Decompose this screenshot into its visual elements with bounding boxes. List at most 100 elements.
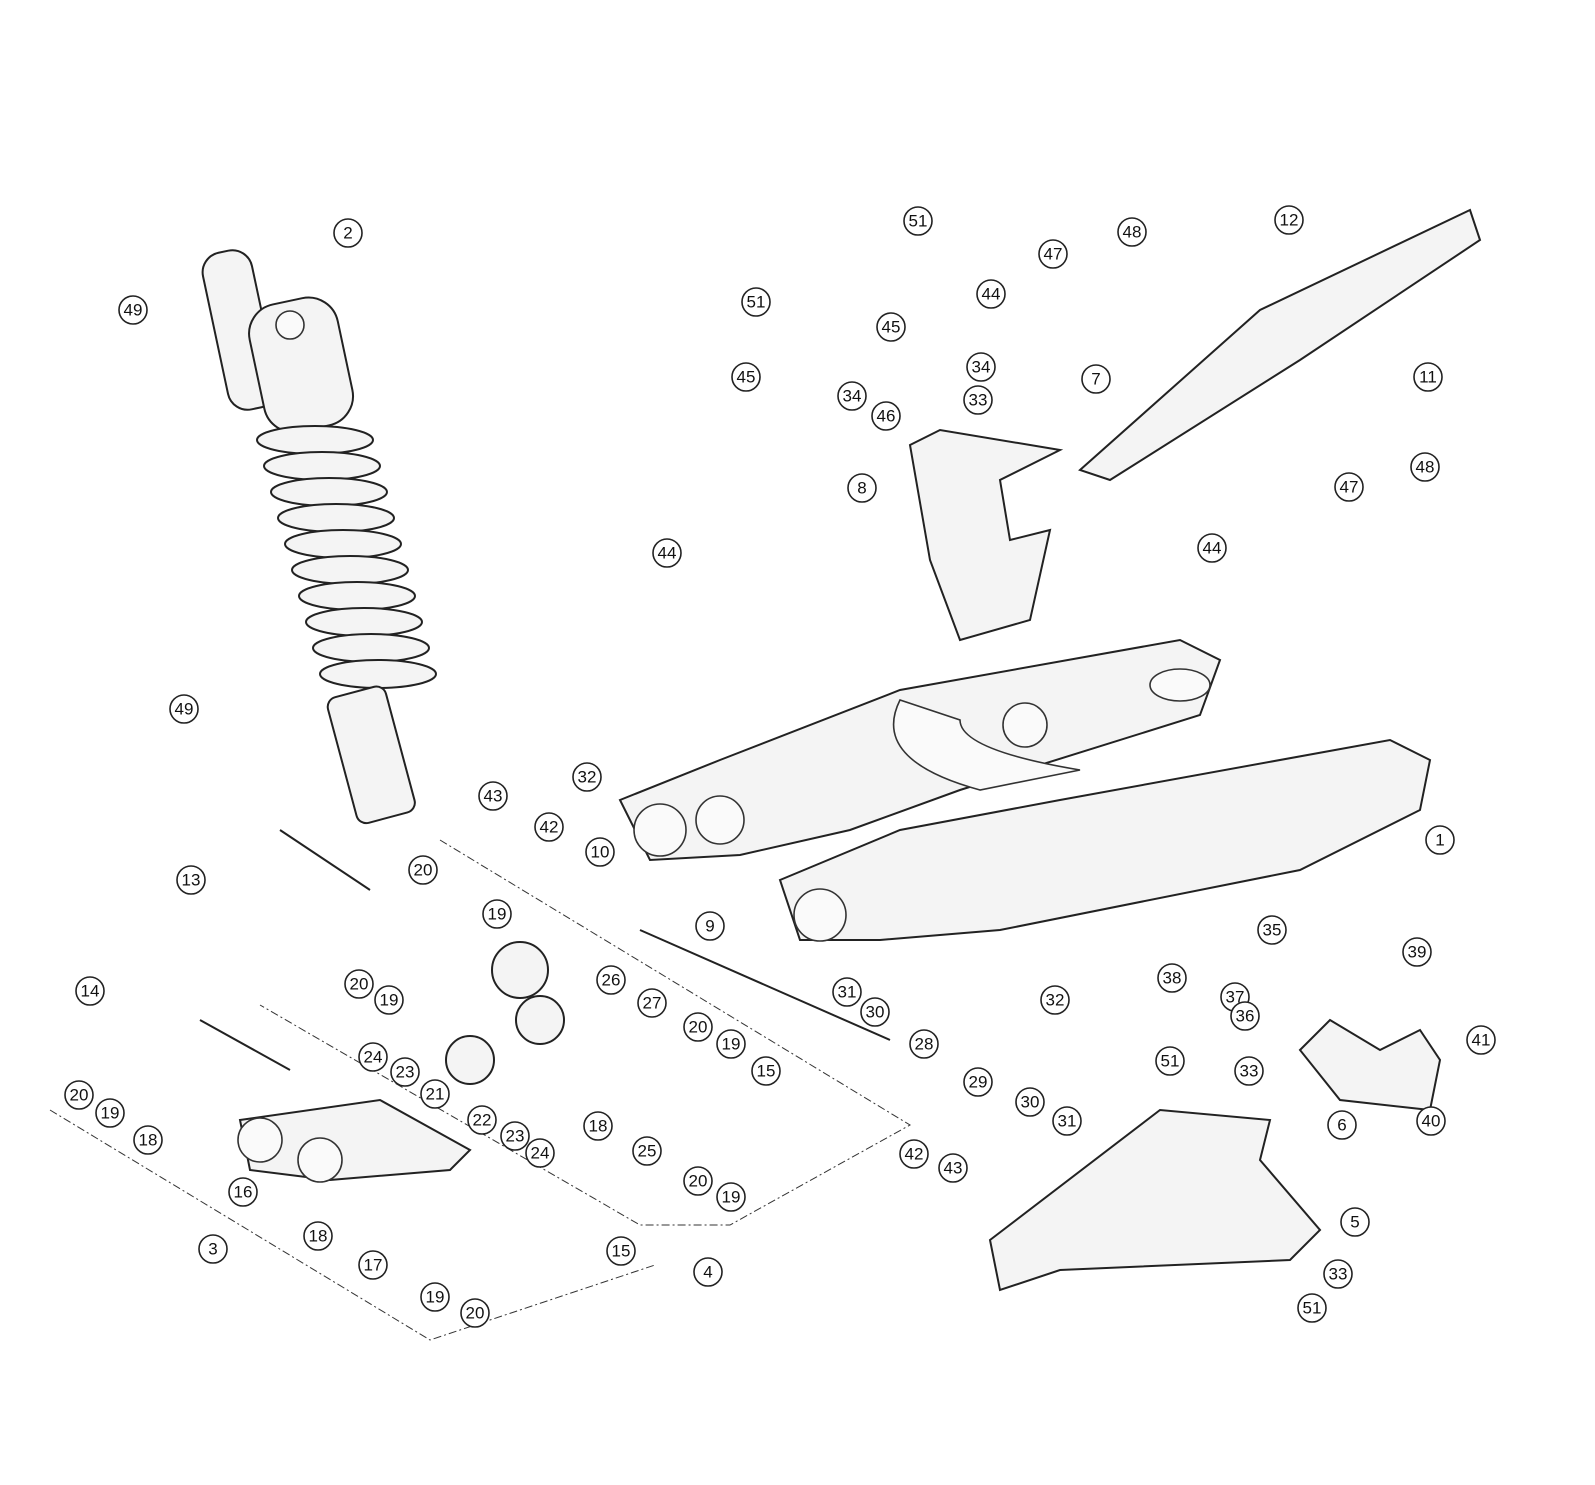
- callout-43: 43: [478, 781, 508, 811]
- bolt: [279, 829, 371, 891]
- callout-48: 48: [1117, 217, 1147, 247]
- pull-rod: [237, 1098, 472, 1183]
- callout-number: 18: [309, 1227, 328, 1246]
- callout-5: 5: [1340, 1207, 1370, 1237]
- callout-4: 4: [693, 1257, 723, 1287]
- callout-number: 19: [426, 1288, 445, 1307]
- callout-circle: [408, 855, 438, 885]
- callout-2: 2: [333, 218, 363, 248]
- callout-circle: [572, 762, 602, 792]
- shock-absorber: [201, 249, 437, 825]
- callout-circle: [695, 911, 725, 941]
- callout-number: 26: [602, 971, 621, 990]
- callout-number: 47: [1044, 245, 1063, 264]
- callout-circle: [871, 401, 901, 431]
- callout-circle: [303, 1221, 333, 1251]
- callout-number: 18: [589, 1117, 608, 1136]
- callout-number: 42: [540, 818, 559, 837]
- callout-number: 20: [466, 1304, 485, 1323]
- callout-number: 19: [722, 1188, 741, 1207]
- callout-circle: [534, 812, 564, 842]
- callout-circle: [75, 976, 105, 1006]
- callout-number: 19: [380, 991, 399, 1010]
- callout-circle: [1413, 362, 1443, 392]
- callout-number: 19: [101, 1104, 120, 1123]
- callout-number: 37: [1226, 988, 1245, 1007]
- callout-circle: [1117, 217, 1147, 247]
- callout-51: 51: [741, 287, 771, 317]
- callout-25: 25: [632, 1136, 662, 1166]
- callout-circle: [963, 1067, 993, 1097]
- callout-circle: [1416, 1106, 1446, 1136]
- callout-number: 44: [658, 544, 677, 563]
- callout-31: 31: [1052, 1106, 1082, 1136]
- callout-number: 49: [175, 700, 194, 719]
- swingarm: [618, 638, 1432, 942]
- callout-number: 12: [1280, 211, 1299, 230]
- callout-number: 41: [1472, 1031, 1491, 1050]
- callout-number: 28: [915, 1035, 934, 1054]
- callout-number: 21: [426, 1085, 445, 1104]
- callout-number: 10: [591, 843, 610, 862]
- callout-circle: [358, 1042, 388, 1072]
- callout-circle: [1410, 452, 1440, 482]
- callout-number: 20: [70, 1086, 89, 1105]
- callout-circle: [683, 1166, 713, 1196]
- callout-circle: [1257, 915, 1287, 945]
- callout-number: 27: [643, 994, 662, 1013]
- callout-33: 33: [963, 385, 993, 415]
- callout-21: 21: [420, 1079, 450, 1109]
- callout-number: 17: [364, 1256, 383, 1275]
- callout-number: 36: [1236, 1007, 1255, 1026]
- callout-number: 18: [139, 1131, 158, 1150]
- callout-45: 45: [731, 362, 761, 392]
- callout-number: 33: [969, 391, 988, 410]
- callout-number: 39: [1408, 943, 1427, 962]
- callout-circle: [976, 279, 1006, 309]
- callout-9: 9: [695, 911, 725, 941]
- callout-number: 48: [1123, 223, 1142, 242]
- callout-40: 40: [1416, 1106, 1446, 1136]
- callout-31: 31: [832, 977, 862, 1007]
- callout-34: 34: [837, 381, 867, 411]
- callout-circle: [64, 1080, 94, 1110]
- callout-circle: [606, 1236, 636, 1266]
- callout-35: 35: [1257, 915, 1287, 945]
- callout-circle: [903, 206, 933, 236]
- callout-circle: [198, 1234, 228, 1264]
- callout-number: 44: [1203, 539, 1222, 558]
- callout-number: 51: [1161, 1052, 1180, 1071]
- callout-number: 47: [1340, 478, 1359, 497]
- callout-20: 20: [683, 1012, 713, 1042]
- callout-circle: [632, 1136, 662, 1166]
- callout-number: 48: [1416, 458, 1435, 477]
- callout-number: 13: [182, 871, 201, 890]
- callout-15: 15: [606, 1236, 636, 1266]
- callout-30: 30: [1015, 1087, 1045, 1117]
- callout-circle: [95, 1098, 125, 1128]
- callout-number: 20: [689, 1018, 708, 1037]
- callout-number: 35: [1263, 921, 1282, 940]
- callout-33: 33: [1234, 1056, 1264, 1086]
- callout-number: 33: [1329, 1265, 1348, 1284]
- callout-number: 32: [1046, 991, 1065, 1010]
- spring-coil: [263, 451, 381, 481]
- callout-circle: [1323, 1259, 1353, 1289]
- callout-circle: [344, 969, 374, 999]
- callout-19: 19: [95, 1098, 125, 1128]
- callout-number: 24: [364, 1048, 383, 1067]
- spring-coil: [256, 425, 374, 455]
- callout-number: 31: [1058, 1112, 1077, 1131]
- callout-6: 6: [1327, 1110, 1357, 1140]
- callout-20: 20: [460, 1298, 490, 1328]
- callout-circle: [1015, 1087, 1045, 1117]
- callout-circle: [478, 781, 508, 811]
- callout-circle: [1466, 1025, 1496, 1055]
- callout-46: 46: [871, 401, 901, 431]
- callout-number: 20: [350, 975, 369, 994]
- callout-18: 18: [303, 1221, 333, 1251]
- callout-number: 43: [944, 1159, 963, 1178]
- callout-circle: [847, 473, 877, 503]
- callout-circle: [899, 1139, 929, 1169]
